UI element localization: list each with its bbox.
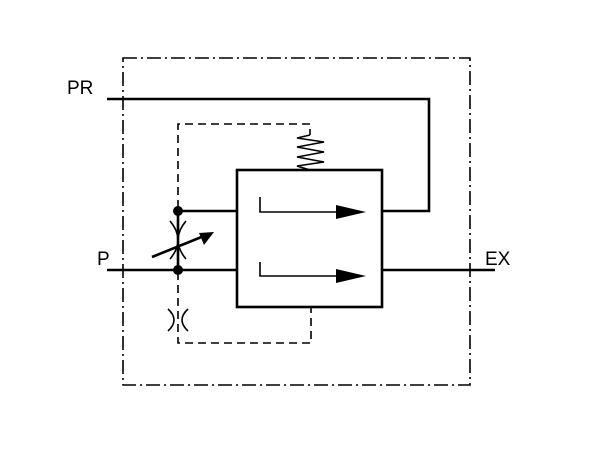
pr-port-line bbox=[107, 97, 431, 213]
junction-dot-lower bbox=[173, 265, 183, 275]
flow-arrow-upper bbox=[259, 197, 366, 219]
adjustable-throttle-symbol bbox=[151, 220, 214, 260]
flow-arrow-lower bbox=[259, 262, 366, 283]
pilot-line-top bbox=[177, 123, 311, 208]
pilot-line-bottom bbox=[177, 272, 312, 344]
outer-enclosure-boundary bbox=[122, 57, 471, 386]
junction-dot-upper bbox=[173, 206, 183, 216]
port-label-pr: PR bbox=[67, 78, 93, 99]
port-label-ex: EX bbox=[485, 249, 511, 270]
port-label-p: P bbox=[97, 249, 110, 270]
valve-body bbox=[235, 168, 384, 309]
fixed-orifice-symbol bbox=[167, 308, 189, 332]
spring-symbol bbox=[296, 134, 325, 171]
